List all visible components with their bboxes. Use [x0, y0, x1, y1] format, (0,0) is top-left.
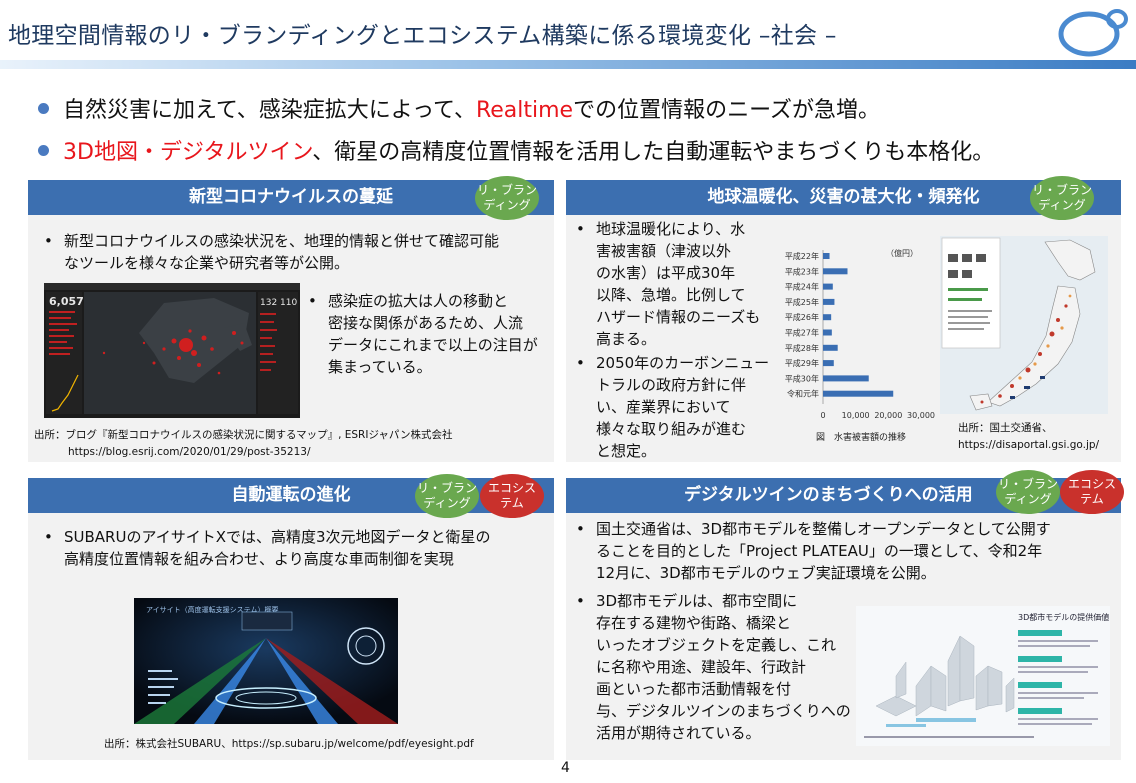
chart-category-label: 平成23年: [785, 266, 819, 276]
chart-category-label: 平成25年: [785, 297, 819, 307]
panel-auto: 自動運転の進化 • SUBARUのアイサイトXでは、高精度3次元地図データと衛星…: [28, 478, 554, 760]
climate-source: 出所：国土交通省、 https://disaportal.gsi.go.jp/: [958, 422, 1100, 451]
chart-category-label: 平成29年: [785, 358, 819, 368]
chart-category-label: 平成22年: [785, 251, 819, 261]
title-rule: [0, 60, 1136, 69]
eyesight-image: アイサイト（高度運転支援システム）概要: [134, 598, 398, 724]
dashboard-count: 6,057: [49, 295, 84, 308]
summary-bullet-2: 3D地図・デジタルツイン、衛星の高精度位置情報を活用した自動運転やまちづくりも本…: [38, 134, 994, 166]
chart-bar: [823, 314, 832, 321]
chart-category-label: 平成30年: [785, 373, 819, 383]
chart-bar: [823, 344, 838, 351]
bullet-dot-icon: [38, 102, 49, 114]
chart-category-label: 平成27年: [785, 328, 819, 338]
rebranding-badge: リ・ブランディング: [1030, 176, 1094, 220]
hazard-map-image: [940, 236, 1108, 414]
chart-category-label: 平成26年: [785, 312, 819, 322]
chart-category-label: 平成28年: [785, 343, 819, 353]
chart-category-label: 平成24年: [785, 282, 819, 292]
panel-covid-header: 新型コロナウイルスの蔓延: [28, 180, 554, 215]
dashboard-stat-2: 110: [280, 298, 297, 308]
chart-bar: [823, 390, 894, 397]
chart-caption: 図 水害被害額の推移: [816, 431, 906, 443]
ecosystem-badge: エコシステム: [1060, 470, 1124, 514]
climate-bullet-1: • 地球温暖化により、水 害被害額（津波以外 の水害）は平成30年 以降、急増。…: [576, 220, 761, 348]
rebranding-badge: リ・ブランディング: [415, 474, 479, 518]
covid-bullet-2: • 感染症の拡大は人の移動と 密接な関係があるため、人流 データにこれまで以上の…: [308, 292, 538, 376]
logo-rings-icon: [1058, 9, 1128, 57]
flood-damage-chart: （億円） 平成22年平成23年平成24年平成25年平成26年平成27年平成28年…: [785, 248, 935, 443]
chart-x-tick: 20,000: [874, 411, 902, 420]
screen-title: アイサイト（高度運転支援システム）概要: [146, 605, 278, 614]
chart-bar: [823, 268, 848, 275]
ecosystem-badge: エコシステム: [480, 474, 544, 518]
chart-bar: [823, 283, 833, 290]
plateau-image: 3D都市モデルの提供価値: [856, 606, 1110, 746]
panel-climate: 地球温暖化、災害の甚大化・頻発化 • 地球温暖化により、水 害被害額（津波以外 …: [566, 180, 1121, 462]
bullet-dot-icon: [38, 144, 49, 156]
covid-bullet-1: • 新型コロナウイルスの感染状況を、地理的情報と併せて確認可能 なツールを様々な…: [44, 232, 500, 272]
chart-x-tick: 10,000: [842, 411, 870, 420]
twin-bullet-2: • 3D都市モデルは、都市空間に 存在する建物や街路、橋梁と いったオブジェクト…: [576, 592, 851, 742]
page-number: 4: [561, 760, 570, 776]
panel-twin: デジタルツインのまちづくりへの活用 • 国土交通省は、3D都市モデルを整備しオー…: [566, 478, 1121, 760]
chart-bar: [823, 329, 832, 336]
auto-source: 出所：株式会社SUBARU、https://sp.subaru.jp/welco…: [104, 738, 474, 750]
summary-bullet-1: 自然災害に加えて、感染症拡大によって、Realtimeでの位置情報のニーズが急増…: [38, 92, 880, 124]
plateau-image-title: 3D都市モデルの提供価値: [1018, 612, 1109, 622]
chart-x-tick: 0: [820, 411, 825, 420]
chart-bar: [823, 375, 869, 382]
page-title: 地理空間情報のリ・ブランディングとエコシステム構築に係る環境変化 –社会 –: [8, 23, 837, 49]
twin-bullet-1: • 国土交通省は、3D都市モデルを整備しオープンデータとして公開す ることを目的…: [576, 520, 1051, 582]
chart-category-label: 令和元年: [787, 389, 819, 399]
chart-x-tick: 30,000: [907, 411, 935, 420]
panel-covid: 新型コロナウイルスの蔓延 • 新型コロナウイルスの感染状況を、地理的情報と併せて…: [28, 180, 554, 462]
climate-bullet-2: • 2050年のカーボンニュー トラルの政府方針に伴 い、産業界において 様々な…: [576, 354, 770, 460]
dashboard-stat-1: 132: [260, 298, 277, 308]
covid-dashboard-image: 6,057 132 110: [44, 283, 300, 418]
chart-bar: [823, 360, 834, 367]
auto-bullet-1: • SUBARUのアイサイトXでは、高精度3次元地図データと衛星の 高精度位置情…: [44, 528, 491, 568]
panel-climate-header: 地球温暖化、災害の甚大化・頻発化: [566, 180, 1121, 215]
chart-bar: [823, 253, 830, 259]
rebranding-badge: リ・ブランディング: [475, 176, 539, 220]
chart-unit-label: （億円）: [886, 248, 918, 258]
chart-bar: [823, 298, 835, 305]
covid-source: 出所：ブログ『新型コロナウイルスの感染状況に関するマップ』, ESRIジャパン株…: [34, 429, 453, 458]
rebranding-badge: リ・ブランディング: [996, 470, 1060, 514]
